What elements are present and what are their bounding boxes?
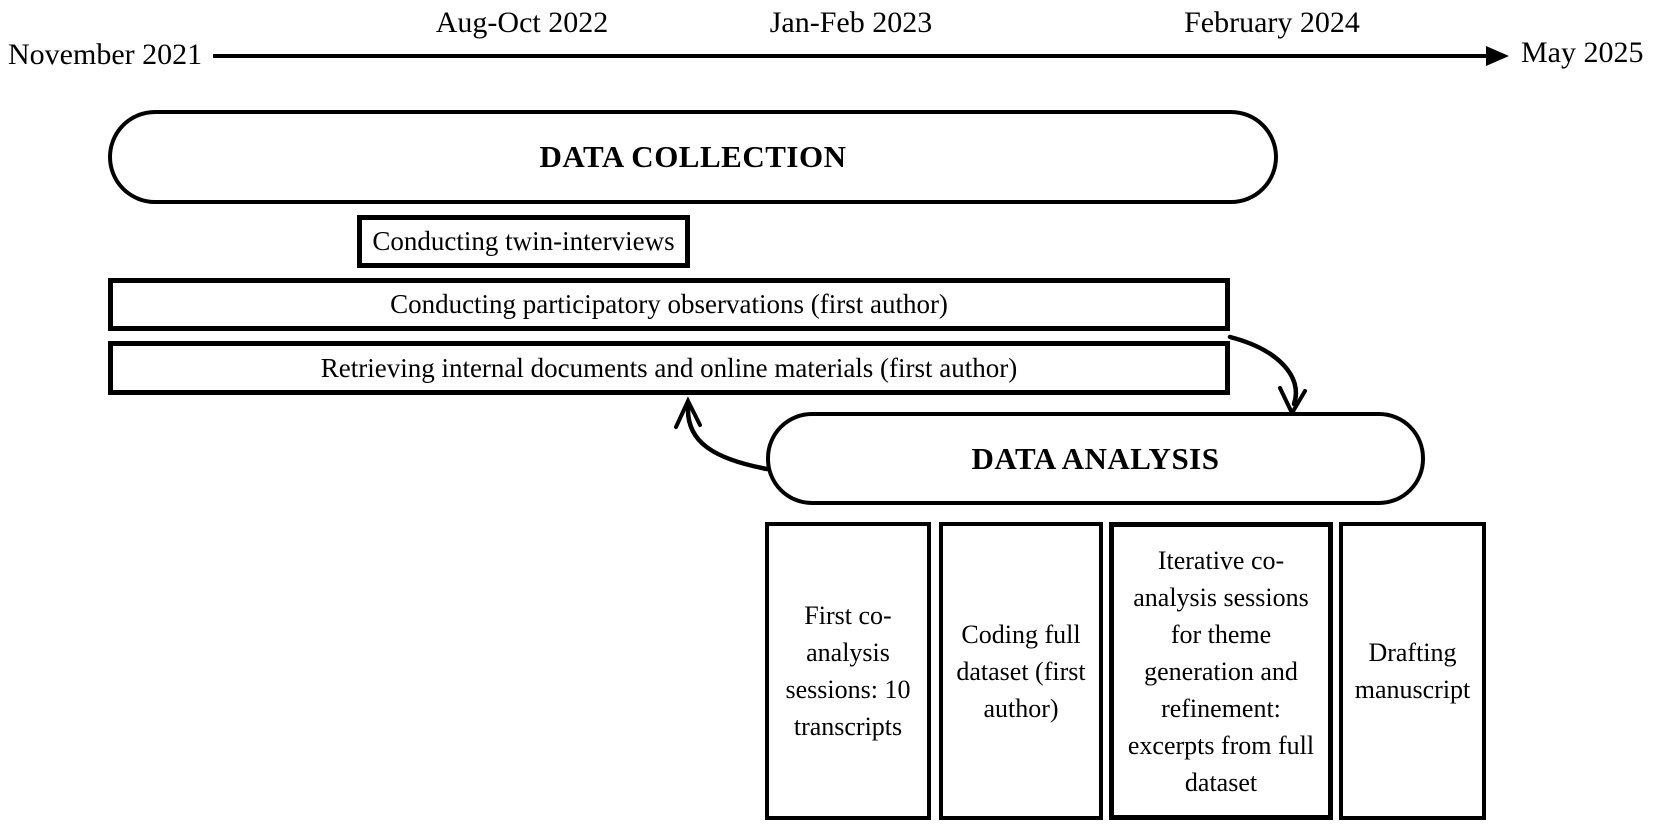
data-collection-phase: DATA COLLECTION xyxy=(108,110,1278,204)
step-label: Iterative co-analysis sessions for theme… xyxy=(1127,545,1315,797)
analysis-step-first-coanalysis: First co-analysis sessions: 10 transcrip… xyxy=(765,522,931,820)
activity-label: Conducting participatory observations (f… xyxy=(390,289,948,319)
data-analysis-title: DATA ANALYSIS xyxy=(971,440,1220,476)
data-analysis-phase: DATA ANALYSIS xyxy=(766,412,1425,505)
timeline-axis-arrow-icon xyxy=(213,46,1509,66)
analysis-step-coding-dataset: Coding full dataset (first author) xyxy=(939,522,1103,820)
data-collection-title: DATA COLLECTION xyxy=(539,139,847,174)
analysis-step-iterative-sessions: Iterative co-analysis sessions for theme… xyxy=(1109,522,1333,820)
activity-participatory-observations: Conducting participatory observations (f… xyxy=(108,278,1230,331)
collection-to-analysis-arrow-icon xyxy=(1227,334,1307,418)
step-label: Coding full dataset (first author) xyxy=(956,619,1086,723)
activity-label: Conducting twin-interviews xyxy=(372,226,675,256)
step-label: Drafting manuscript xyxy=(1354,638,1471,704)
timeline-milestone-label: February 2024 xyxy=(1184,6,1360,39)
analysis-step-drafting-manuscript: Drafting manuscript xyxy=(1339,522,1486,820)
activity-twin-interviews: Conducting twin-interviews xyxy=(357,215,690,268)
activity-label: Retrieving internal documents and online… xyxy=(320,352,1018,383)
activity-retrieving-documents: Retrieving internal documents and online… xyxy=(108,341,1230,395)
timeline-milestone-label: Jan-Feb 2023 xyxy=(769,6,933,39)
timeline-start-label: November 2021 xyxy=(8,38,203,71)
timeline-end-label: May 2025 xyxy=(1521,36,1644,69)
analysis-to-collection-arrow-icon xyxy=(674,396,770,472)
step-label: First co-analysis sessions: 10 transcrip… xyxy=(785,601,911,741)
timeline-milestone-label: Aug-Oct 2022 xyxy=(435,6,609,39)
